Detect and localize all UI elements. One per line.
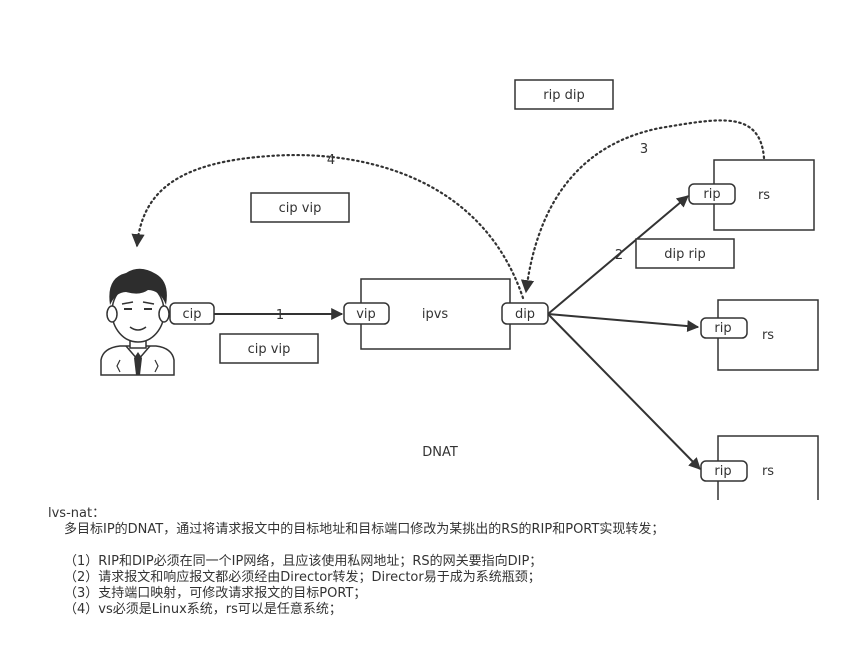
rip-mid-node: [700, 317, 748, 339]
arrow-dip-to-rs-bottom: [547, 313, 701, 470]
step-4-label: 4: [327, 153, 335, 168]
packet-dip-rip-label: dip rip: [664, 247, 705, 262]
notes-item-2: （2）请求报文和响应报文都必须经由Director转发；Director易于成为…: [64, 570, 541, 585]
vip-label: vip: [356, 307, 376, 322]
packet-rip-dip: [514, 79, 614, 110]
lvs-nat-diagram: cip 1 cip vip cip vip ipvs vip 2 dip rip…: [100, 79, 819, 500]
ipvs-label: ipvs: [422, 307, 449, 322]
step-1-label: 1: [276, 308, 284, 323]
arrow-dip-to-rs-mid: [547, 313, 700, 333]
rs-top-label: rs: [758, 188, 770, 203]
notes-item-3: （3）支持端口映射，可修改请求报文的目标PORT；: [64, 586, 367, 601]
dip-label: dip: [515, 307, 535, 322]
notes-item-1: （1）RIP和DIP必须在同一个IP网络，且应该使用私网地址；RS的网关要指向D…: [64, 554, 543, 569]
dnat-label: DNAT: [422, 445, 458, 460]
rip-bottom-node: [700, 460, 748, 482]
arrow-dip-to-rs-top: [547, 195, 689, 315]
arrow-step-4-return: [131, 153, 525, 300]
packet-rip-dip-label: rip dip: [543, 88, 584, 103]
packet-cip-vip-upper-label: cip vip: [279, 201, 322, 216]
rip-top-label: rip: [703, 187, 720, 202]
rip-top-node: [688, 183, 736, 205]
dip-node: [501, 302, 549, 325]
packet-cip-vip-lower-label: cip vip: [248, 342, 291, 357]
notes-summary: 多目标IP的DNAT，通过将请求报文中的目标地址和目标端口修改为某挑出的RS的R…: [64, 522, 665, 537]
vip-node: [343, 302, 390, 325]
rip-bottom-label: rip: [714, 464, 731, 479]
cip-label: cip: [182, 307, 201, 322]
user-avatar-icon: [100, 268, 175, 376]
rs-bottom-label: rs: [762, 464, 774, 479]
lvs-nat-notes: lvs-nat： 多目标IP的DNAT，通过将请求报文中的目标地址和目标端口修改…: [48, 506, 838, 618]
packet-cip-vip-lower: [219, 333, 319, 364]
packet-dip-rip: [635, 238, 735, 269]
step-3-label: 3: [640, 142, 648, 157]
arrow-step-3-return: [520, 119, 766, 294]
step-2-label: 2: [615, 248, 623, 263]
notes-heading: lvs-nat：: [48, 506, 106, 521]
rip-mid-label: rip: [714, 321, 731, 336]
notes-item-4: （4）vs必须是Linux系统，rs可以是任意系统；: [64, 602, 342, 617]
rs-mid-label: rs: [762, 328, 774, 343]
packet-cip-vip-upper: [250, 192, 350, 223]
